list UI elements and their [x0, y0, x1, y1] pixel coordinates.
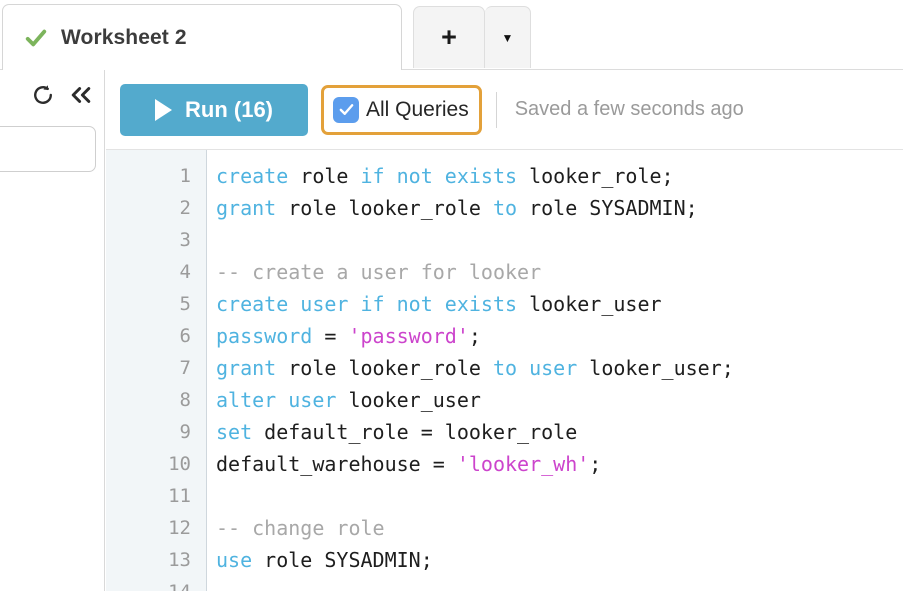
checkbox-box[interactable]: [333, 96, 359, 123]
code-token: ;: [589, 452, 602, 476]
code-token: role SYSADMIN;: [517, 196, 698, 220]
saved-status-text: Saved a few seconds ago: [514, 98, 744, 120]
code-token: looker_user: [336, 388, 481, 412]
code-token: -- create a user for looker: [216, 260, 542, 284]
code-token: 'looker_wh': [456, 452, 590, 476]
code-line[interactable]: [216, 224, 903, 256]
add-worksheet-button[interactable]: +: [413, 6, 485, 68]
code-token: looker_user: [517, 292, 662, 316]
line-number: 4: [179, 261, 191, 283]
line-number: 12: [168, 517, 191, 539]
line-number: 7: [179, 357, 191, 379]
tab-bar: Worksheet 2 + ▼: [0, 0, 903, 70]
run-button[interactable]: Run (16): [120, 83, 308, 136]
run-button-label: Run (16): [185, 96, 273, 122]
code-line[interactable]: use role SYSADMIN;: [216, 544, 903, 576]
line-number: 8: [179, 389, 191, 411]
play-icon: [155, 98, 172, 121]
code-line[interactable]: -- change role: [216, 512, 903, 544]
tab-title: Worksheet 2: [61, 25, 187, 49]
code-line[interactable]: create role if not exists looker_role;: [216, 160, 903, 192]
code-token: if not exists: [360, 164, 518, 188]
code-token: =: [312, 324, 349, 348]
code-line[interactable]: -- create a user for looker: [216, 256, 903, 288]
sidebar-icon-row: [32, 84, 94, 106]
tab-add-group: + ▼: [413, 6, 531, 68]
code-token: use: [216, 548, 253, 572]
code-line[interactable]: grant role looker_role to user looker_us…: [216, 352, 903, 384]
code-token: role SYSADMIN;: [252, 548, 433, 572]
code-token: set: [216, 420, 253, 444]
code-token: password: [216, 324, 313, 348]
tab-worksheet-2[interactable]: Worksheet 2: [2, 4, 402, 70]
line-number: 10: [168, 453, 191, 475]
code-token: looker_role;: [517, 164, 674, 188]
worksheet-menu-caret-icon[interactable]: ▼: [485, 6, 531, 68]
code-token: ;: [468, 324, 481, 348]
code-token: to user: [492, 356, 578, 380]
editor-toolbar: Run (16) All Queries Saved a few seconds…: [106, 70, 903, 150]
all-queries-label: All Queries: [366, 97, 469, 121]
code-token: role looker_role: [276, 356, 493, 380]
code-token: default_warehouse =: [216, 452, 457, 476]
code-token: looker_user;: [577, 356, 734, 380]
line-number: 6: [179, 325, 191, 347]
code-area[interactable]: create role if not exists looker_role;gr…: [207, 150, 903, 591]
code-token: to: [492, 196, 518, 220]
code-token: role looker_role: [276, 196, 493, 220]
line-number: 13: [168, 549, 191, 571]
code-line[interactable]: create user if not exists looker_user: [216, 288, 903, 320]
code-token: create user if not exists: [216, 292, 518, 316]
left-sidebar: [0, 70, 105, 591]
code-token: default_role = looker_role: [252, 420, 578, 444]
refresh-icon[interactable]: [32, 84, 54, 106]
code-token: alter user: [216, 388, 337, 412]
code-line[interactable]: default_warehouse = 'looker_wh';: [216, 448, 903, 480]
code-line[interactable]: set default_role = looker_role: [216, 416, 903, 448]
line-number: 5: [179, 293, 191, 315]
sidebar-search-input[interactable]: [0, 126, 96, 172]
code-token: -- change role: [216, 516, 385, 540]
sql-editor[interactable]: 1234567891011121314 create role if not e…: [106, 150, 903, 591]
code-token: grant: [216, 356, 277, 380]
all-queries-checkbox[interactable]: All Queries: [321, 84, 482, 135]
double-chevron-left-icon[interactable]: [68, 84, 94, 106]
code-line[interactable]: password = 'password';: [216, 320, 903, 352]
line-number: 2: [179, 197, 191, 219]
code-line[interactable]: alter user looker_user: [216, 384, 903, 416]
line-number: 11: [168, 485, 191, 507]
line-number-gutter: 1234567891011121314: [106, 150, 207, 591]
line-number: 1: [179, 165, 191, 187]
line-number: 14: [106, 576, 206, 591]
code-line[interactable]: [216, 576, 903, 591]
code-token: 'password': [348, 324, 469, 348]
code-token: grant: [216, 196, 277, 220]
line-number: 3: [179, 229, 191, 251]
code-token: role: [288, 164, 361, 188]
check-icon: [25, 29, 47, 46]
code-line[interactable]: grant role looker_role to role SYSADMIN;: [216, 192, 903, 224]
line-number: 9: [179, 421, 191, 443]
checkmark-icon: [339, 104, 353, 115]
code-line[interactable]: [216, 480, 903, 512]
code-token: create: [216, 164, 289, 188]
toolbar-divider: [495, 91, 497, 128]
